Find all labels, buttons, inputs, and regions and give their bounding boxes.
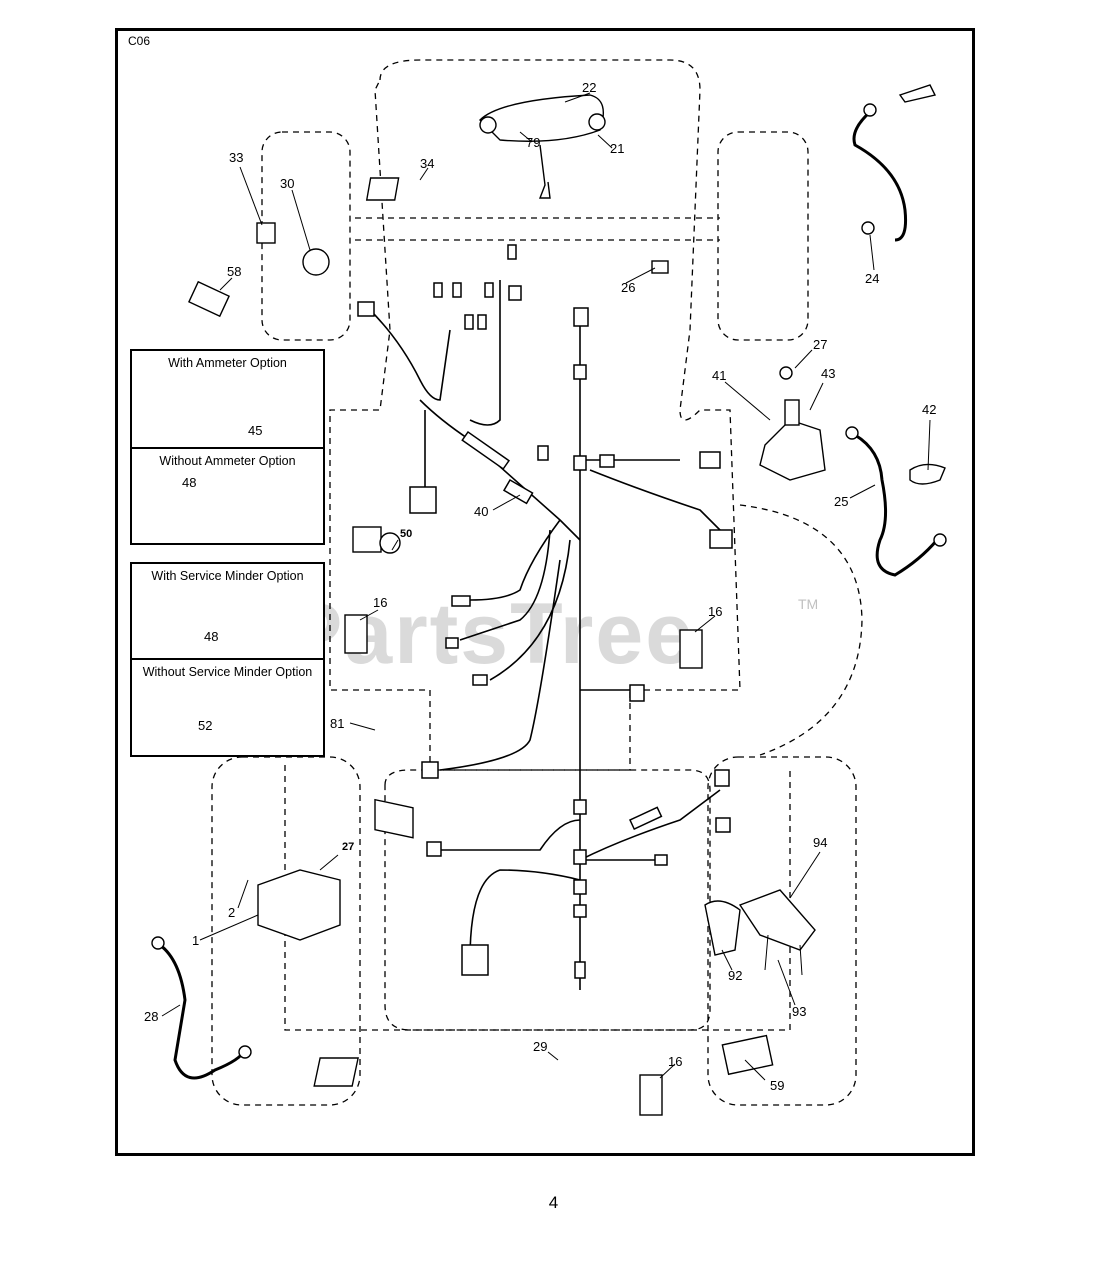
connector-16a [344, 614, 368, 654]
part-59 [721, 1034, 774, 1076]
option-title: With Service Minder Option [151, 569, 304, 583]
boot-42 [909, 463, 946, 485]
switch-50 [352, 526, 382, 553]
callout-16-bottom: 16 [668, 1054, 682, 1069]
callout-40: 40 [474, 504, 488, 519]
option-title: With Ammeter Option [168, 356, 287, 370]
front-right-wheel [717, 131, 809, 341]
callout-34: 34 [420, 156, 434, 171]
callout-27-battery: 27 [342, 841, 354, 853]
callout-93: 93 [792, 1004, 806, 1019]
cable-28 [159, 943, 247, 1080]
diagram-frame [115, 28, 975, 1156]
cable-24 [852, 110, 907, 242]
option-with-service-minder: With Service Minder Option 48 [132, 564, 323, 660]
callout-50: 50 [400, 528, 412, 540]
rear-fender [284, 765, 791, 1031]
callout-16-left: 16 [373, 595, 387, 610]
cable-25 [854, 433, 939, 577]
headlight-harness [479, 94, 604, 142]
page-number: 4 [548, 1193, 559, 1212]
option-part-number: 48 [182, 475, 197, 490]
option-without-service-minder: Without Service Minder Option 52 [132, 660, 323, 757]
callout-28: 28 [144, 1009, 158, 1024]
callout-29: 29 [533, 1039, 547, 1054]
callout-25: 25 [834, 494, 848, 509]
part-26 [651, 260, 669, 274]
battery-1 [257, 869, 341, 941]
callout-41: 41 [712, 368, 726, 383]
connector-16b [679, 629, 703, 669]
switch-30 [302, 248, 330, 276]
main-harness [369, 280, 731, 990]
connector-16c [639, 1074, 663, 1116]
callout-58: 58 [227, 264, 241, 279]
part-58 [188, 280, 230, 318]
ignition-94 [738, 889, 816, 951]
option-part-number: 45 [248, 423, 263, 438]
service-minder-option-box: With Service Minder Option 48 Without Se… [130, 562, 325, 757]
ammeter-option-box: With Ammeter Option 45 Without Ammeter O… [130, 349, 325, 545]
callout-1: 1 [192, 933, 199, 948]
harness-92 [704, 900, 741, 956]
axle-front [355, 217, 720, 241]
module-33 [256, 222, 276, 244]
rear-right-wheel [707, 756, 857, 1106]
callout-27-top: 27 [813, 337, 827, 352]
switch-34 [365, 177, 400, 201]
callout-22: 22 [582, 80, 596, 95]
callout-79: 79 [526, 135, 540, 150]
callout-59: 59 [770, 1078, 784, 1093]
option-title: Without Ammeter Option [159, 454, 296, 468]
option-part-number: 48 [204, 629, 219, 644]
diagram-code: C06 [128, 34, 151, 48]
option-without-ammeter: Without Ammeter Option 48 [132, 449, 323, 545]
option-part-number: 52 [198, 718, 213, 733]
callout-33: 33 [229, 150, 243, 165]
callout-30: 30 [280, 176, 294, 191]
hood-outline [329, 59, 741, 771]
deck-outline [739, 504, 863, 756]
option-with-ammeter: With Ammeter Option 45 [132, 351, 323, 449]
seat-area [384, 769, 711, 1031]
callout-92: 92 [728, 968, 742, 983]
solenoid-43 [759, 419, 826, 481]
callout-24: 24 [865, 271, 879, 286]
rear-left-wheel [211, 756, 361, 1106]
watermark-trademark: TM [798, 596, 819, 612]
callout-16-right: 16 [708, 604, 722, 619]
relay-81 [374, 798, 414, 839]
callout-81: 81 [330, 716, 344, 731]
callout-94: 94 [813, 835, 827, 850]
callout-26: 26 [621, 280, 635, 295]
callout-43: 43 [821, 366, 835, 381]
callout-42: 42 [922, 402, 936, 417]
switch-29 [313, 1057, 359, 1087]
callout-21: 21 [610, 141, 624, 156]
callout-2: 2 [228, 905, 235, 920]
option-title: Without Service Minder Option [142, 665, 313, 679]
